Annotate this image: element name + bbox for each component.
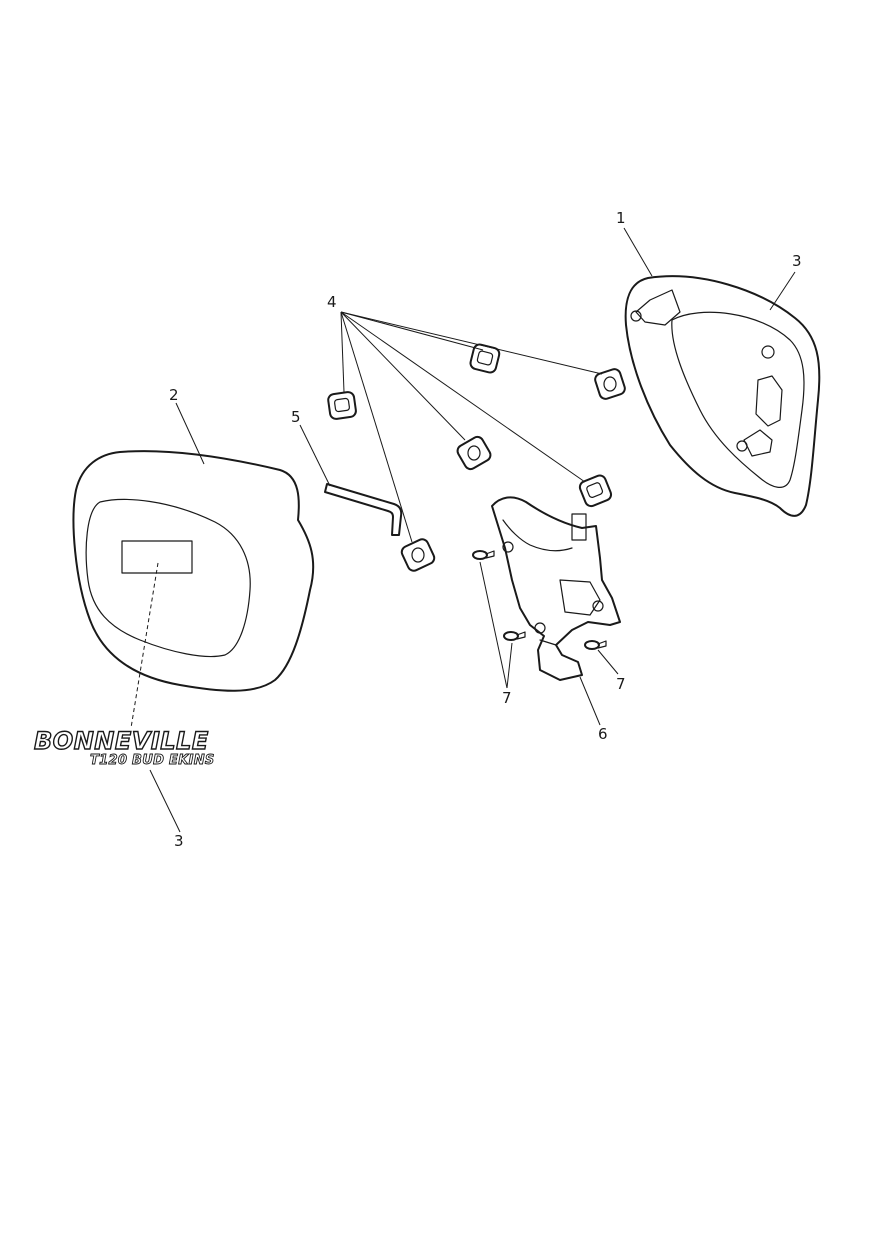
callout-7-right: 7: [616, 675, 626, 693]
badge-line2: T120 BUD EKINS: [90, 753, 215, 768]
screws: [472, 550, 607, 650]
grommet-2: [469, 343, 501, 374]
screw-1: [472, 550, 495, 560]
screw-3: [584, 640, 607, 650]
side-panel-left: [72, 450, 315, 692]
badge-line1: BONNEVILLE: [34, 727, 209, 755]
grommet-1: [327, 391, 357, 420]
callout-1: 1: [616, 209, 626, 227]
mounting-bracket: [491, 496, 621, 681]
callout-5: 5: [291, 408, 301, 426]
bonneville-badge: BONNEVILLE T120 BUD EKINS: [33, 726, 215, 768]
callout-7-left: 7: [502, 689, 512, 707]
callout-3-bottom: 3: [174, 832, 184, 850]
callout-2: 2: [169, 386, 179, 404]
grommet-5: [578, 474, 613, 508]
callout-numbers: 1 3 2 4 5 6 7 7 3: [169, 209, 802, 850]
hex-key: [324, 483, 403, 536]
grommets: [327, 343, 626, 572]
side-panel-right: [624, 275, 821, 517]
callout-4: 4: [327, 293, 337, 311]
grommet-6: [400, 538, 436, 572]
screw-2: [503, 631, 526, 641]
grommet-3: [594, 368, 626, 400]
leader-lines: [130, 227, 796, 833]
callout-6: 6: [598, 725, 608, 743]
callout-3-top: 3: [792, 252, 802, 270]
grommet-4: [456, 435, 492, 471]
